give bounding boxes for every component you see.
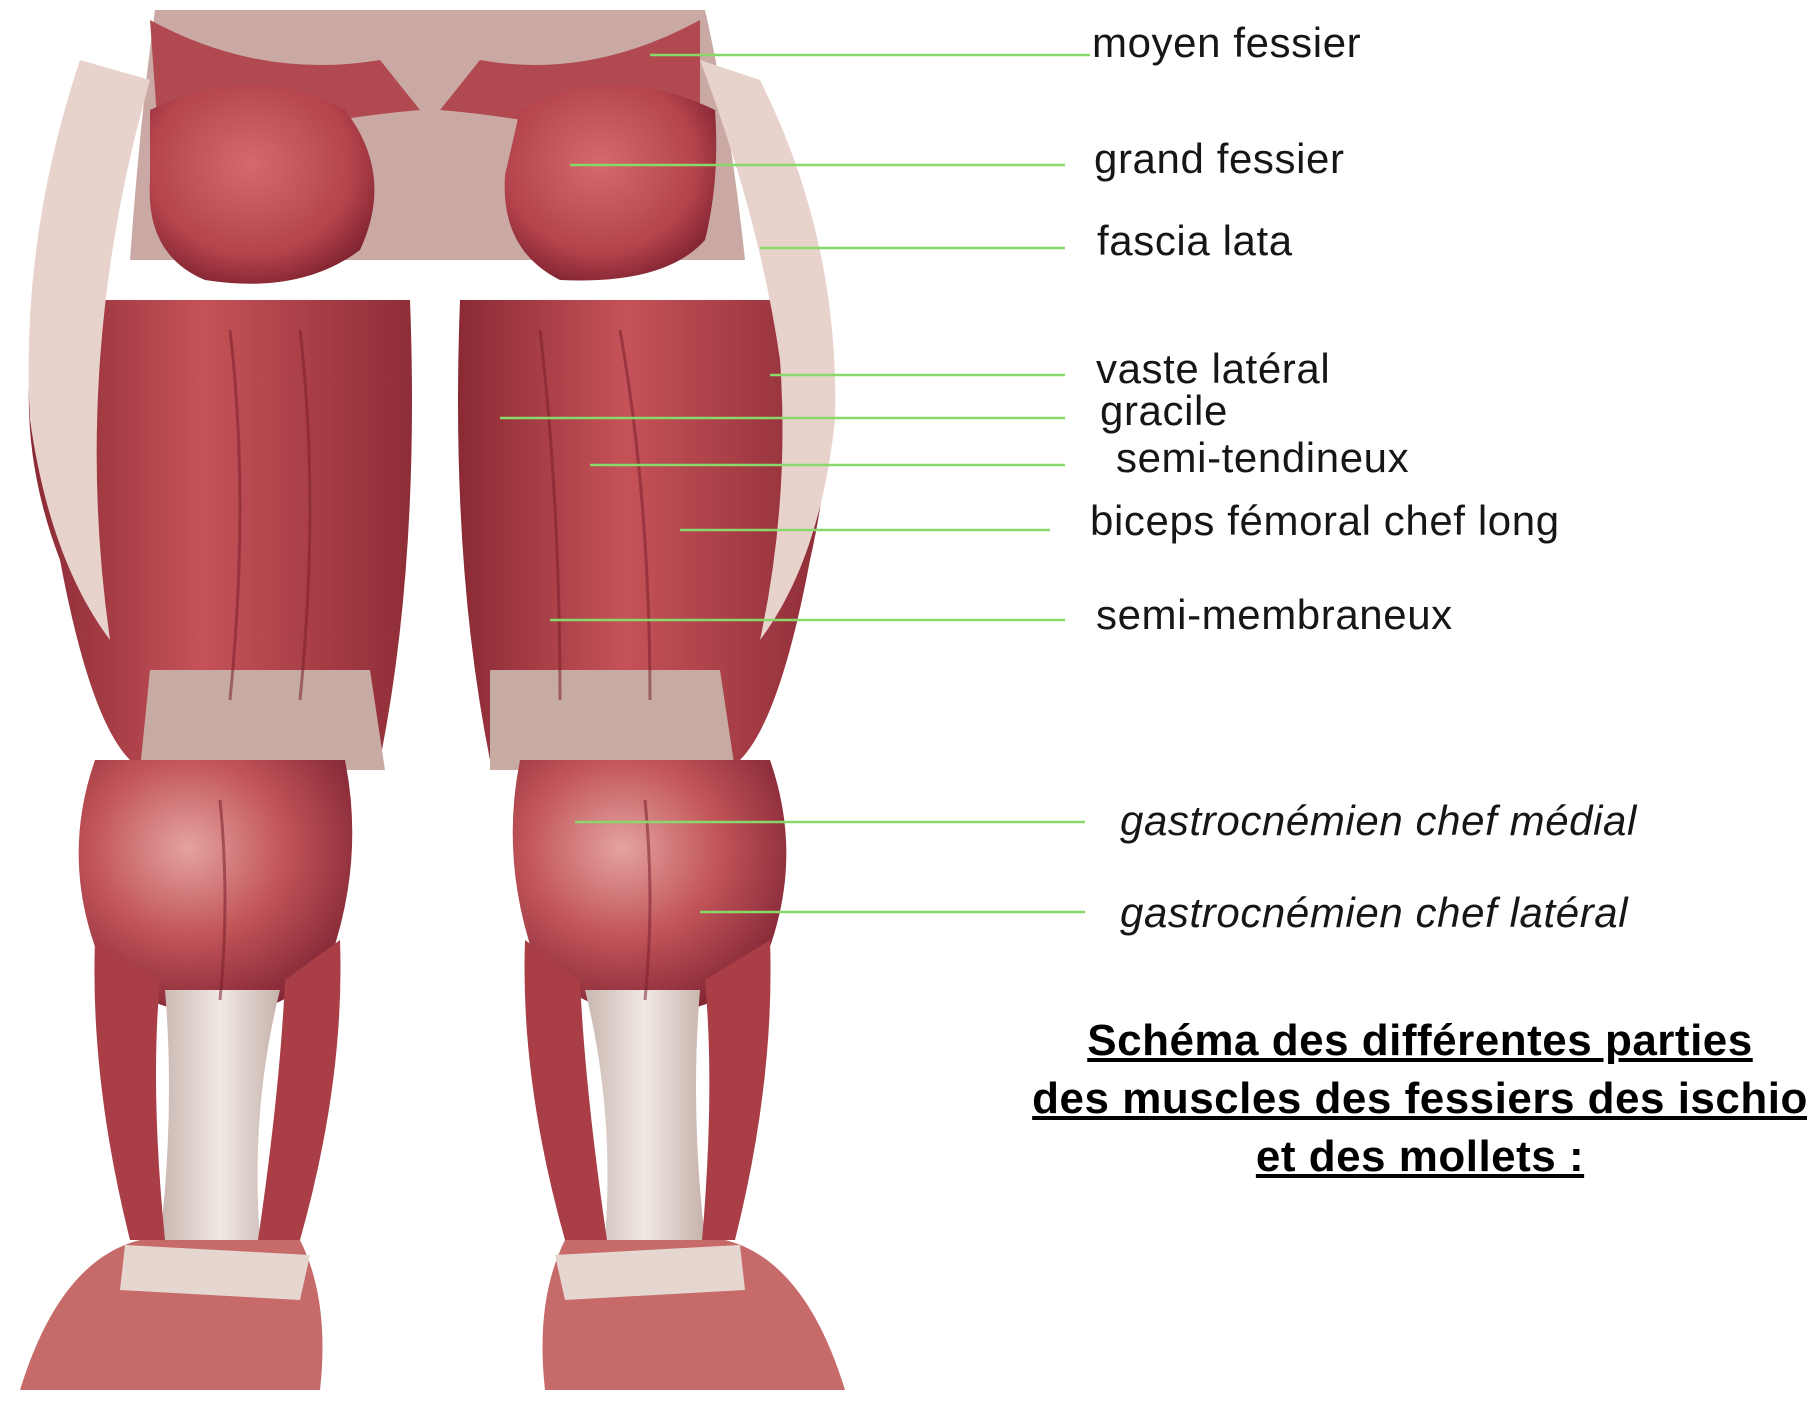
right-knee	[490, 670, 735, 770]
label-gastrocnemien-lateral: gastrocnémien chef latéral	[1120, 892, 1628, 934]
label-moyen-fessier: moyen fessier	[1092, 22, 1361, 64]
label-vaste-lateral: vaste latéral	[1096, 348, 1330, 390]
right-achilles	[585, 990, 705, 1240]
caption-line-1: Schéma des différentes parties	[870, 1012, 1807, 1070]
right-glute	[505, 85, 717, 281]
left-glute	[150, 85, 375, 284]
label-biceps-femoral: biceps fémoral chef long	[1090, 500, 1560, 542]
left-shin-side	[94, 940, 165, 1240]
label-gastrocnemien-medial: gastrocnémien chef médial	[1120, 800, 1637, 842]
label-fascia-lata: fascia lata	[1097, 220, 1293, 262]
caption-line-3: et des mollets :	[870, 1128, 1807, 1186]
left-knee	[140, 670, 385, 770]
label-semi-tendineux: semi-tendineux	[1116, 437, 1409, 479]
label-semi-membraneux: semi-membraneux	[1096, 594, 1453, 636]
right-shin-side-r	[702, 940, 771, 1240]
label-gracile: gracile	[1100, 390, 1228, 432]
caption-line-2: des muscles des fessiers des ischio	[870, 1070, 1807, 1128]
left-achilles	[160, 990, 280, 1240]
diagram-caption: Schéma des différentes parties des muscl…	[870, 1012, 1807, 1186]
label-grand-fessier: grand fessier	[1094, 138, 1345, 180]
